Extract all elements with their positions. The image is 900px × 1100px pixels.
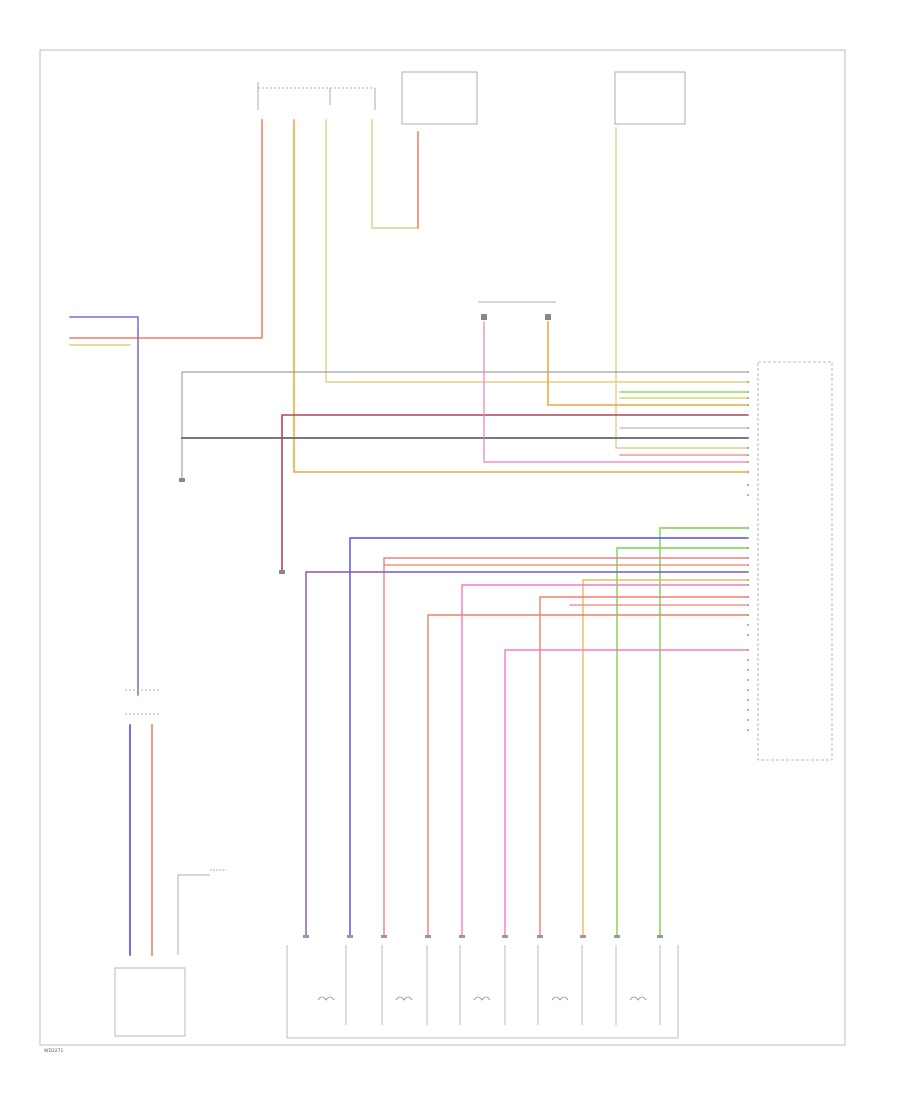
wire-pink-1 bbox=[461, 584, 749, 936]
sensor-symbols bbox=[317, 996, 647, 1001]
top-right-module bbox=[614, 71, 686, 125]
wire-darkred bbox=[281, 414, 749, 571]
connectors bbox=[179, 314, 551, 574]
wire-blue-left bbox=[69, 316, 139, 696]
wire-gray-frame bbox=[181, 371, 749, 479]
wire-red-3 bbox=[427, 614, 749, 936]
wire-tan-loop bbox=[371, 119, 419, 229]
wire-pink-2 bbox=[504, 649, 749, 936]
bottom-connector-marks bbox=[303, 935, 663, 938]
wire-blue-1 bbox=[349, 537, 749, 936]
wire-salmon-1 bbox=[383, 557, 749, 936]
wire-red-top bbox=[69, 119, 263, 339]
module-pins bbox=[747, 371, 749, 731]
wire-pink-top bbox=[483, 321, 749, 463]
left-junction bbox=[125, 689, 160, 715]
bottom-sensor-group bbox=[286, 945, 679, 1039]
bottom-left-switch bbox=[177, 869, 226, 955]
wire-purple-1 bbox=[305, 571, 749, 936]
wire-orange-top bbox=[547, 321, 749, 406]
wire-orange-1 bbox=[582, 579, 749, 936]
wire-green-2 bbox=[616, 547, 749, 936]
top-switch-assembly bbox=[257, 82, 376, 110]
top-middle-module bbox=[401, 71, 478, 125]
wires bbox=[69, 119, 749, 956]
wire-orange-long bbox=[293, 119, 749, 473]
wire-green-1 bbox=[659, 527, 749, 936]
right-control-module bbox=[757, 361, 833, 761]
bottom-left-module bbox=[114, 967, 186, 1037]
wire-tan-1 bbox=[325, 119, 749, 383]
diagram-border bbox=[39, 49, 846, 1046]
wire-tan-right bbox=[615, 127, 749, 449]
wire-red-2 bbox=[539, 596, 749, 936]
diagram-code: WD3271 bbox=[44, 1048, 64, 1054]
